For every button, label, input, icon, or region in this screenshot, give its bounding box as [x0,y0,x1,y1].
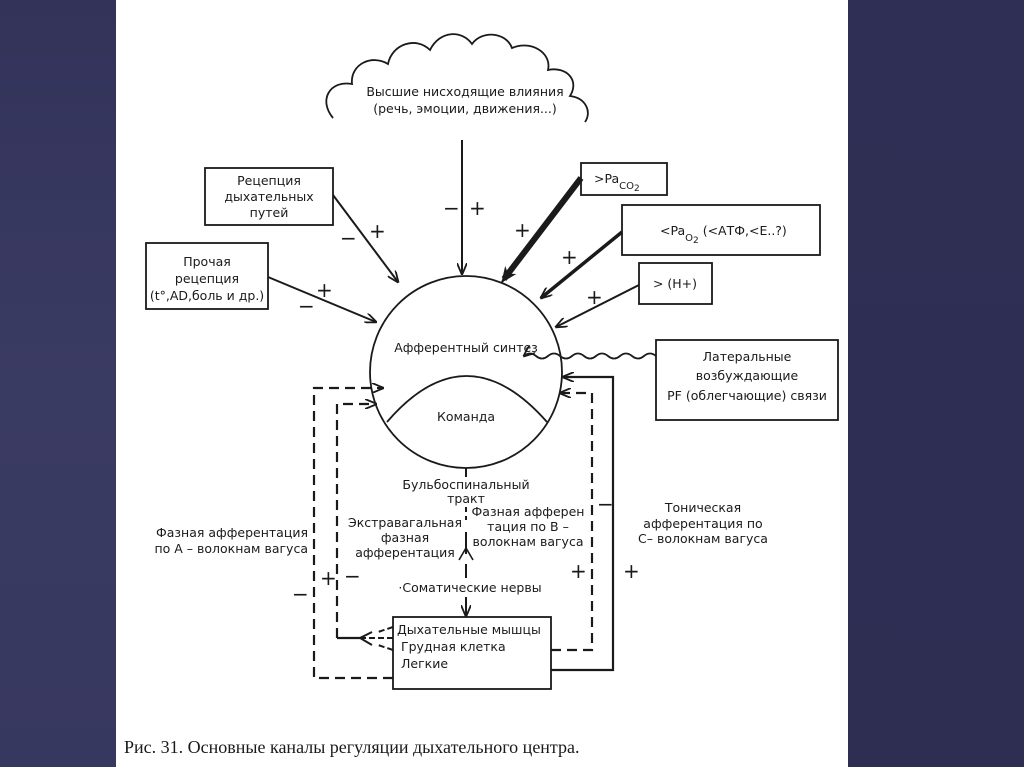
other-sign-plus: + [316,278,333,302]
phase-b-label-2: тация по В – [487,519,569,534]
h-plus-arrow [556,284,640,327]
airway-reception-line-3: путей [250,205,289,220]
paco2-label: >PaCO2 [594,171,640,194]
airway-reception-box: Рецепция дыхательных путей [204,167,334,226]
phase-b-sign-minus: − [597,492,614,516]
extravagal-loop [335,404,376,638]
paco2-arrow-thick [501,176,584,281]
pao2-label: <PaO2 (<АТФ,<Е..?) [660,223,787,246]
figure-caption: Рис. 31. Основные каналы регуляции дыхат… [124,737,580,757]
phase-a-sign-minus: − [292,582,309,606]
cloud-sign-minus: − [443,196,460,220]
fork-arrow-icon [357,631,373,646]
paco2-arrowhead [501,265,517,283]
paco2-box: >PaCO2 [580,162,668,196]
airway-reception-line-2: дыхательных [224,189,313,204]
pao2-box: <PaO2 (<АТФ,<Е..?) [621,204,821,256]
pao2-sign: + [561,245,578,269]
tonic-label-1: Тоническая [664,500,741,515]
cloud-line-1: Высшие нисходящие влияния [366,84,563,99]
phase-a-sign-plus: + [320,566,337,590]
phase-b-label-1: Фазная афферен [472,504,585,519]
lateral-line-3: PF (облегчающие) связи [667,388,827,403]
slide-background-right [848,0,1024,767]
airway-reception-line-1: Рецепция [237,173,301,188]
center-circle: Афферентный синтез Команда [369,275,563,469]
effectors-line-2: Грудная клетка [401,639,506,654]
lateral-line-2: возбуждающие [696,368,799,383]
other-reception-arrow [267,276,376,322]
other-reception-box: Прочая рецепция (t°,AD,боль и др.) [145,242,269,310]
other-sign-minus: − [298,294,315,318]
bulbospinal-label-2: тракт [447,491,485,506]
airway-reception-arrow [332,194,398,282]
slide-background-left [0,0,116,767]
other-reception-line-1: Прочая [183,254,231,269]
h-plus-box: > (H+) [638,262,713,305]
higher-influences-cloud: Высшие нисходящие влияния (речь, эмоции,… [325,33,589,123]
bulbospinal-fork-icon [458,546,474,561]
somatic-nerves-label: ·Соматические нервы [398,580,541,595]
extravagal-sign-minus: − [344,564,361,588]
paco2-sign: + [514,218,531,242]
bulbospinal-label-1: Бульбоспинальный [402,477,529,492]
phase-a-label-1: Фазная афферентация [156,525,308,540]
effectors-line-3: Легкие [401,656,448,671]
effectors-fork [360,626,394,651]
tonic-sign-plus: + [623,559,640,583]
other-reception-line-3: (t°,AD,боль и др.) [150,288,264,303]
tonic-label-2: афферентация по [643,516,762,531]
h-plus-sign: + [586,285,603,309]
cloud-sign-plus: + [469,196,486,220]
lateral-wavy-arrow [524,354,657,360]
cloud-line-2: (речь, эмоции, движения...) [373,101,557,116]
command-label: Команда [437,409,495,424]
tonic-loop [551,377,615,672]
airway-sign-minus: − [340,226,357,250]
lateral-line-1: Латеральные [703,349,792,364]
phase-b-label-3: волокнам вагуса [473,534,584,549]
extravagal-label-3: афферентация [355,545,455,560]
tonic-label-3: С– волокнам вагуса [638,531,768,546]
other-reception-line-2: рецепция [175,271,239,286]
h-plus-label: > (H+) [653,276,697,291]
extravagal-label-2: фазная [381,530,429,545]
airway-sign-plus: + [369,219,386,243]
phase-a-label-2: по А – волокнам вагуса [154,541,308,556]
extravagal-label-1: Экстравагальная [348,515,462,530]
lateral-connections-box: Латеральные возбуждающие PF (облегчающие… [655,339,839,421]
phase-b-loop [551,393,594,652]
phase-a-loop [312,388,393,680]
phase-b-sign-plus: + [570,559,587,583]
afferent-synthesis-label: Афферентный синтез [394,340,538,355]
effectors-line-1: Дыхательные мышцы [397,622,541,637]
effectors-box: Дыхательные мышцы Грудная клетка Легкие [392,616,552,690]
pao2-arrow [541,230,624,298]
